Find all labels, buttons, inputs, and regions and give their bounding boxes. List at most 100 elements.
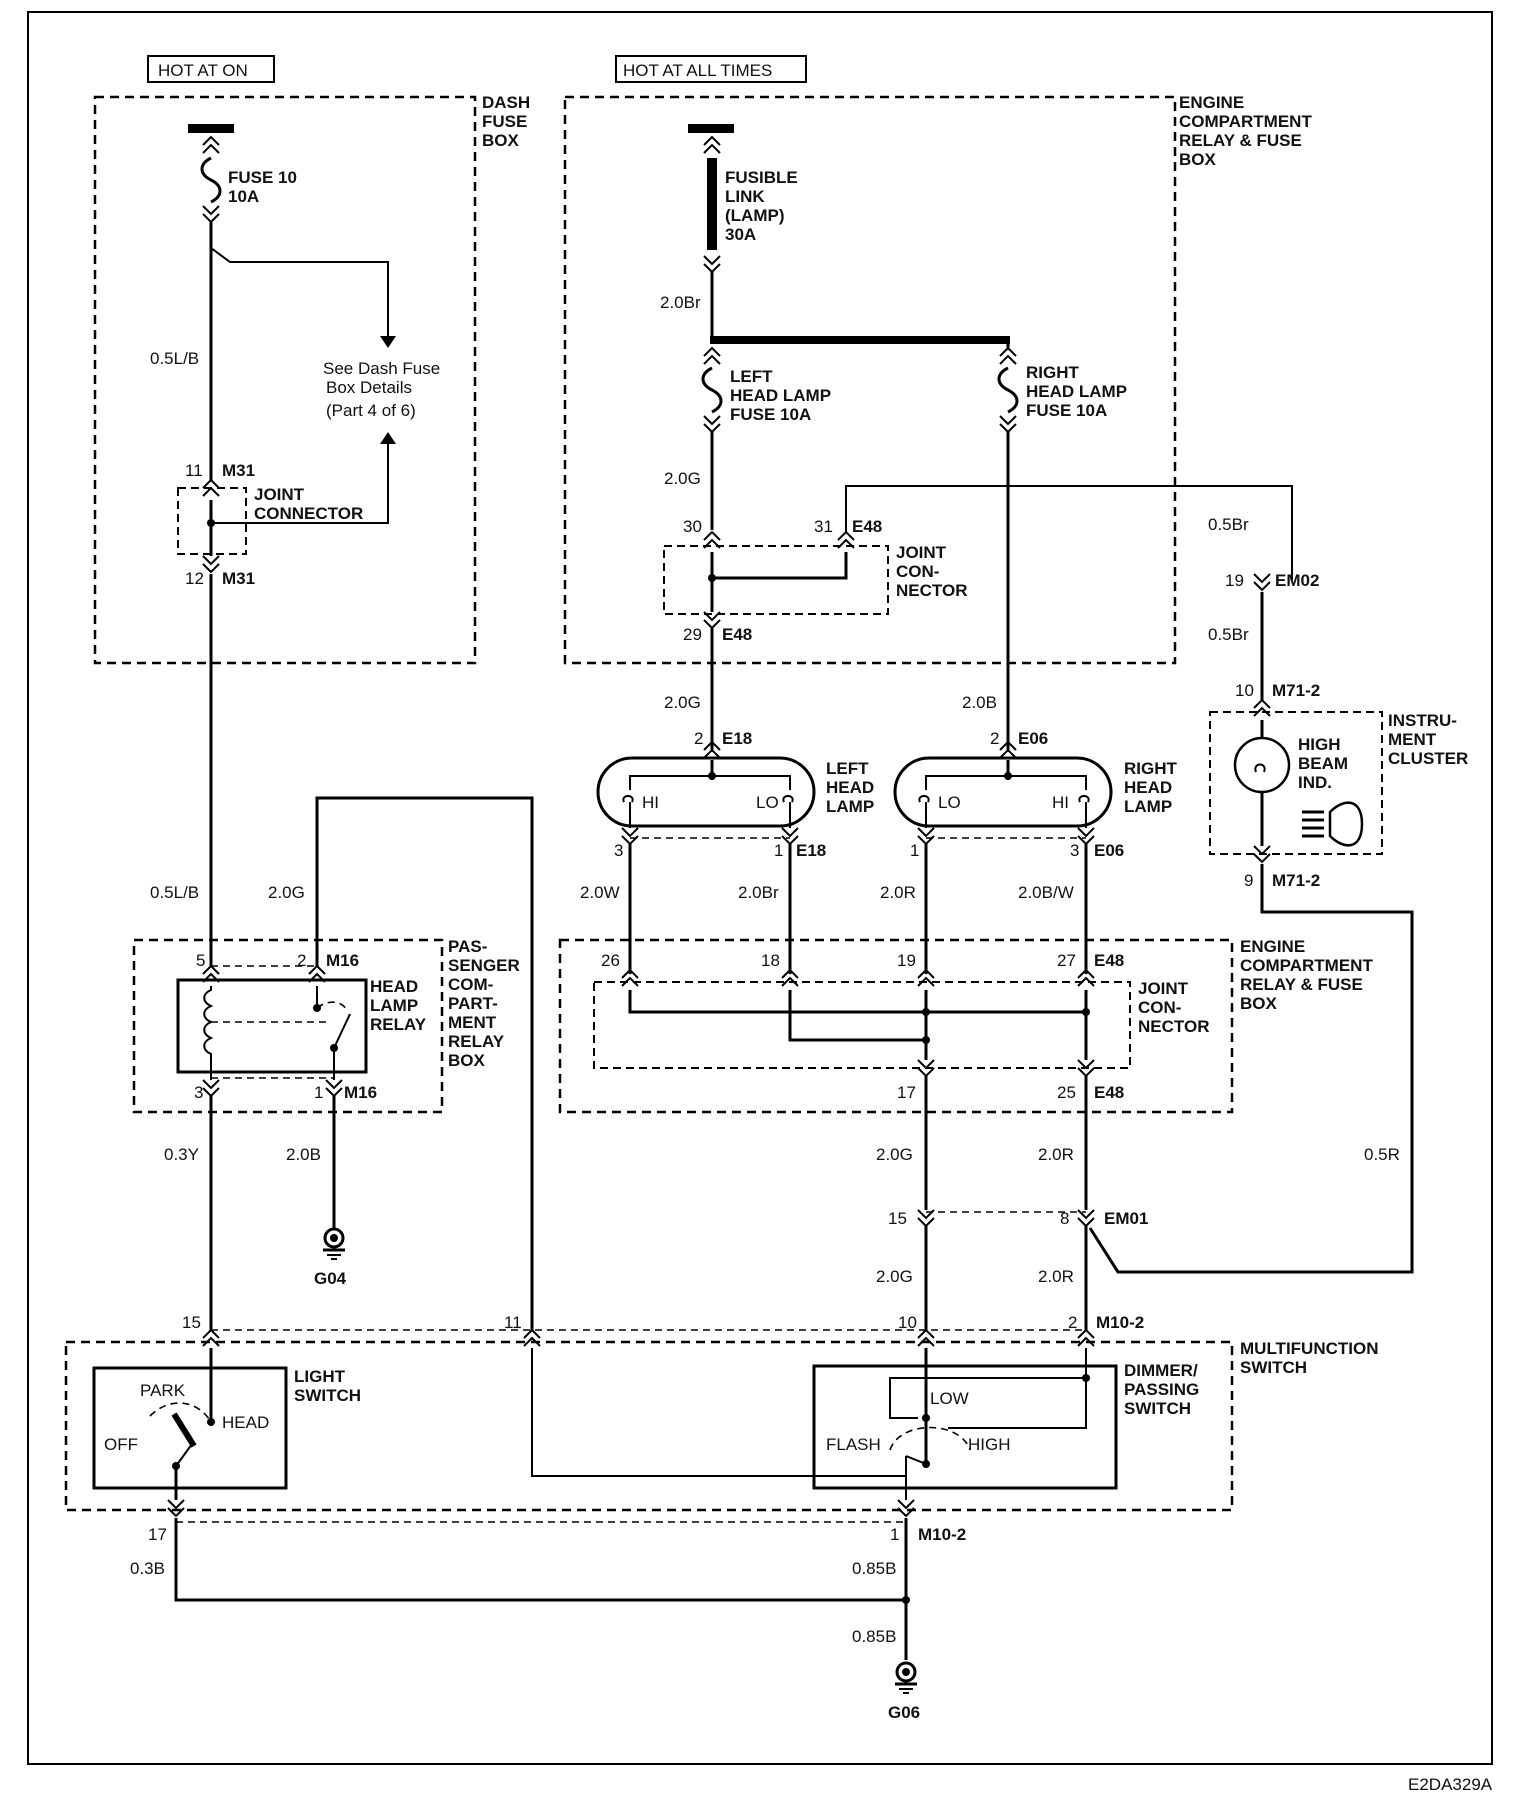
page-frame [27,11,1493,1765]
wire-03y: 0.3Y [164,1145,199,1164]
right-lamp-hi: HI [1052,793,1069,812]
pin-m712-a: M71-2 [1272,681,1320,700]
wire-05lb-1: 0.5L/B [150,349,199,368]
pin-3-left: 3 [614,841,623,860]
multifunction-switch [64,1340,1234,1512]
bus-bar-on [188,124,234,133]
pin-10: 10 [1235,681,1254,700]
passenger-box-2: SENGER [448,956,520,975]
engine-box-top-3: RELAY & FUSE [1179,131,1302,150]
right-head-lamp [893,756,1113,828]
pin-em01: EM01 [1104,1209,1148,1228]
wire-20b-1: 2.0B [962,693,997,712]
right-head-lamp-1: RIGHT [1124,759,1178,778]
passenger-box-1: PAS- [448,937,487,956]
passenger-box-3: COM- [448,975,493,994]
dimmer-switch-3: SWITCH [1124,1399,1191,1418]
dash-fuse-box-label-3: BOX [482,131,520,150]
engine-box-top-2: COMPARTMENT [1179,112,1312,131]
wire-20b-2: 2.0B [286,1145,321,1164]
multifunction-1: MULTIFUNCTION [1240,1339,1379,1358]
right-fuse-1: RIGHT [1026,363,1080,382]
left-head-lamp-2: HEAD [826,778,874,797]
wire-20g-1: 2.0G [664,469,701,488]
passenger-box-6: RELAY [448,1032,505,1051]
pin-m31-b: M31 [222,569,255,588]
switch-park: PARK [140,1381,186,1400]
pin-m31-a: M31 [222,461,255,480]
pin-5: 5 [196,951,205,970]
engine-box-mid-2: COMPARTMENT [1240,956,1373,975]
hot-at-on-text: HOT AT ON [158,61,248,80]
engine-box-mid [558,938,1234,1114]
pin-3-m16: 3 [194,1083,203,1102]
bus-bar-headlamp [710,336,1010,344]
pin-em02: EM02 [1275,571,1319,590]
fuse-10-label: FUSE 10 [228,168,297,187]
engine-box-top-4: BOX [1179,150,1217,169]
joint-connector-2-a: JOINT [896,543,947,562]
pin-17-m10: 17 [148,1525,167,1544]
passenger-box-4: PART- [448,994,498,1013]
right-fuse-2: HEAD LAMP [1026,382,1127,401]
pin-27: 27 [1057,951,1076,970]
pin-11: 11 [185,461,203,480]
multifunction-2: SWITCH [1240,1358,1307,1377]
pin-e48-c: E48 [1094,951,1124,970]
left-fuse-3: FUSE 10A [730,405,811,424]
switch-high: HIGH [968,1435,1011,1454]
fuse-10-rating: 10A [228,187,259,206]
see-details-2: Box Details [326,378,412,397]
wire-20bw: 2.0B/W [1018,883,1074,902]
joint-connector-1-b: CONNECTOR [254,504,363,523]
high-beam-3: IND. [1298,773,1332,792]
pin-e48-a: E48 [852,517,882,536]
pin-1-left: 1 [774,841,783,860]
left-lamp-lo: LO [756,793,779,812]
wire-20g-4: 2.0G [876,1145,913,1164]
head-lamp-relay-2: LAMP [370,996,418,1015]
engine-box-mid-4: BOX [1240,994,1278,1013]
joint-connector-e48-mid [593,981,1131,1069]
left-head-lamp-3: LAMP [826,797,874,816]
right-head-lamp-3: LAMP [1124,797,1172,816]
joint-connector-1-a: JOINT [254,485,305,504]
pin-15-em01: 15 [888,1209,907,1228]
wire-20br: 2.0Br [660,293,701,312]
joint-connector-m31 [177,487,247,555]
arrow-up [380,432,396,444]
engine-box-mid-1: ENGINE [1240,937,1305,956]
switch-low: LOW [930,1389,969,1408]
high-beam-2: BEAM [1298,754,1348,773]
high-beam-icon [1302,801,1364,847]
pin-30: 30 [683,517,702,536]
instrument-cluster-2: MENT [1388,730,1437,749]
pin-10-m10: 10 [898,1313,917,1332]
instrument-cluster-3: CLUSTER [1388,749,1468,768]
dash-fuse-box-label-1: DASH [482,93,530,112]
joint-connector-3-a: JOINT [1138,979,1189,998]
hot-at-on-label: HOT AT ON [147,55,275,83]
ground-g06-label: G06 [888,1703,920,1722]
pin-2-e18: 2 [694,729,703,748]
dash-fuse-box-label-2: FUSE [482,112,527,131]
wire-20w: 2.0W [580,883,620,902]
dimmer-switch-1: DIMMER/ [1124,1361,1198,1380]
pin-9: 9 [1244,871,1253,890]
pin-3-right: 3 [1070,841,1079,860]
diagram-id: E2DA329A [1408,1775,1493,1794]
pin-e06-b: E06 [1094,841,1124,860]
pin-11-m10: 11 [504,1313,522,1332]
hot-at-all-times-text: HOT AT ALL TIMES [623,61,772,80]
arrow-down [380,336,396,348]
light-switch-2: SWITCH [294,1386,361,1405]
instrument-cluster-1: INSTRU- [1388,711,1457,730]
left-head-lamp-1: LEFT [826,759,869,778]
high-beam-1: HIGH [1298,735,1341,754]
pin-29: 29 [683,625,702,644]
see-details-1: See Dash Fuse [323,359,440,378]
pin-17-e48: 17 [897,1083,916,1102]
light-switch-lever [171,1412,197,1448]
switch-head: HEAD [222,1413,269,1432]
